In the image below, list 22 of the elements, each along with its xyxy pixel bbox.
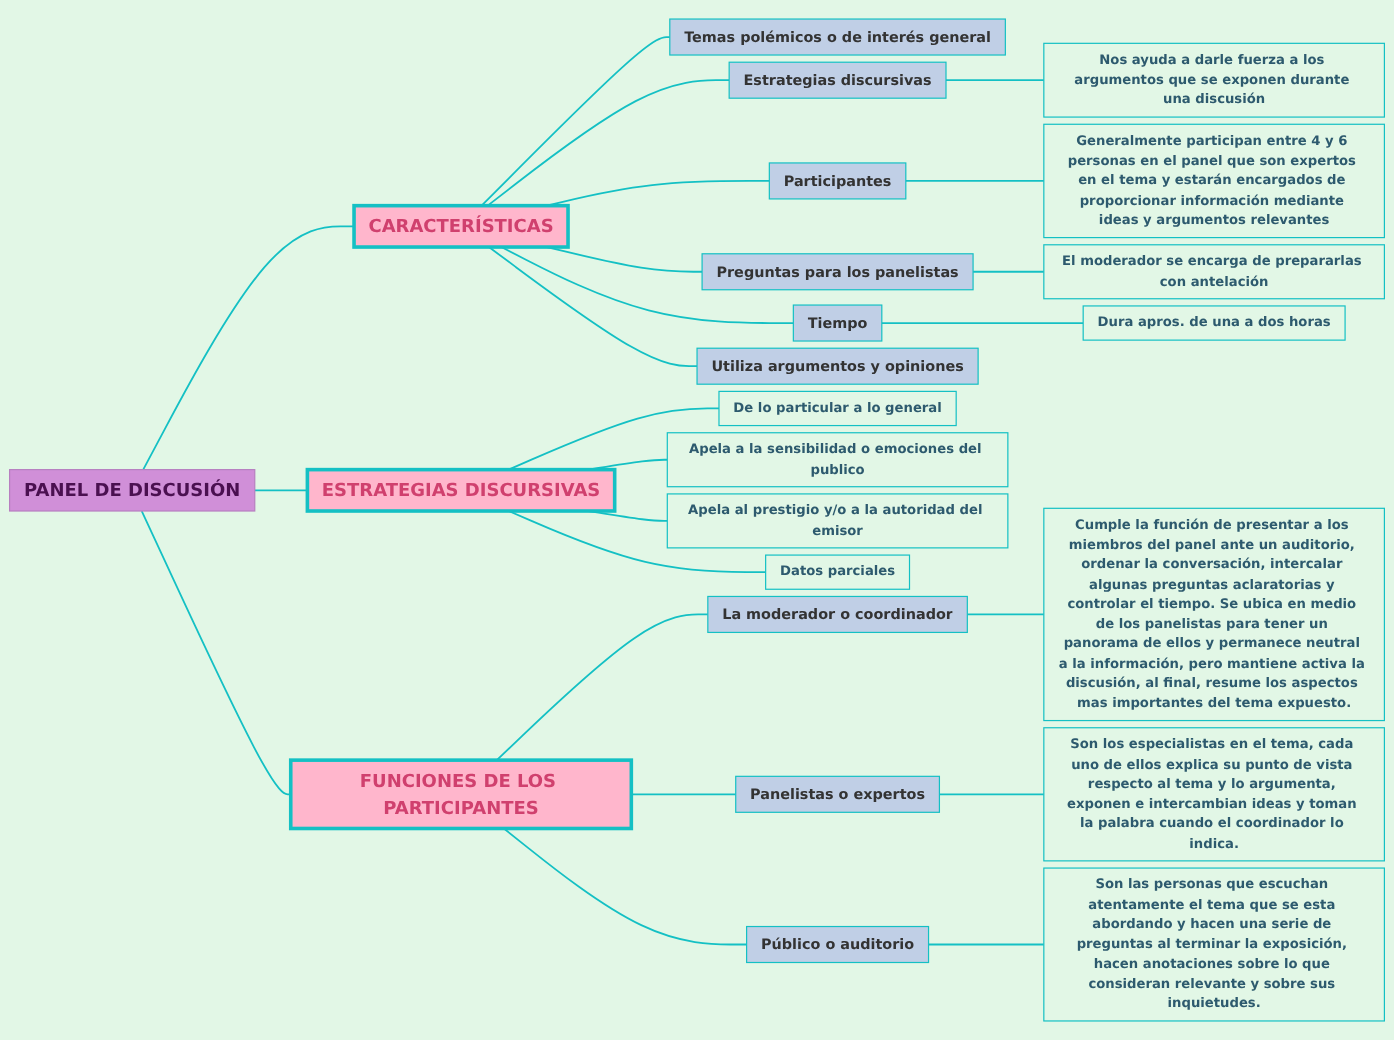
connector [500,246,795,324]
node-box: CARACTERÍSTICAS [352,203,570,249]
connector [630,793,737,796]
node-box: ESTRATEGIAS DISCURSIVAS [305,467,617,513]
connector [253,489,309,492]
connector [140,510,292,796]
connector [486,79,731,207]
node-box: FUNCIONES DE LOS PARTICIPANTES [288,758,634,831]
connector [945,79,1045,82]
connector [904,180,1045,182]
connector [927,943,1045,946]
connector [507,407,720,471]
connector [480,36,671,207]
connector [938,793,1045,796]
connector [495,613,709,762]
connector [972,270,1045,273]
node-box: PANEL DE DISCUSIÓN [9,469,256,512]
connector [142,225,355,471]
connector [502,827,748,946]
connector [488,246,698,368]
connector [966,613,1045,616]
connector [880,322,1085,324]
